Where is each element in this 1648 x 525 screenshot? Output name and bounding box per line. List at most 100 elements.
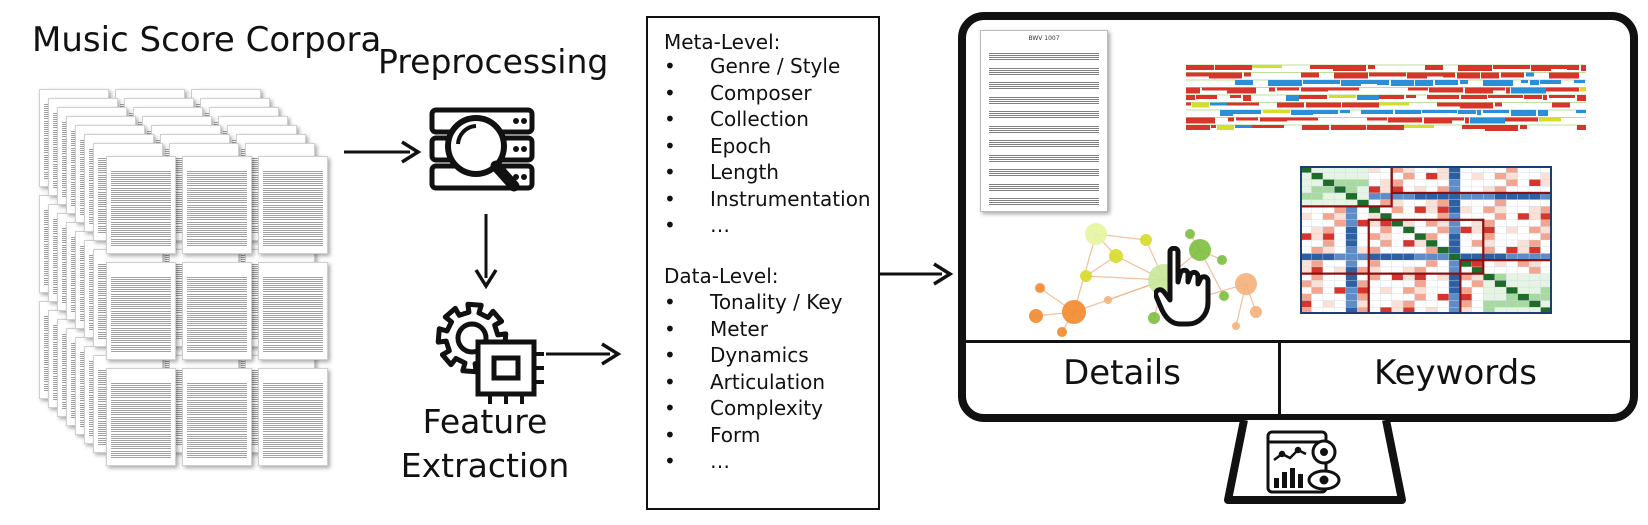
- score-sheet: [258, 156, 328, 254]
- staff-line: [111, 277, 171, 284]
- score-sheet: [258, 262, 328, 360]
- score-sheet-stack: [30, 82, 340, 477]
- staff-line: [988, 67, 1100, 75]
- staff-line: [187, 442, 247, 450]
- bullet: •: [664, 396, 676, 420]
- data-level-item-label: Meter: [710, 316, 768, 341]
- staff-line: [187, 310, 247, 318]
- staff-line: [988, 140, 1100, 147]
- data-level-title: Data-Level:: [664, 264, 779, 288]
- arrow-extraction-to-features: [546, 342, 622, 366]
- staff-line: [263, 416, 323, 424]
- feature-timeline-chart[interactable]: [1186, 64, 1586, 134]
- feature-extraction-label: Feature Extraction: [390, 400, 580, 488]
- staff-line: [187, 187, 247, 195]
- staff-line: [111, 399, 171, 407]
- staff-line: [263, 277, 323, 284]
- dashboard-analytics-icon: [1266, 430, 1341, 494]
- staff-line: [988, 125, 1100, 133]
- staff-line: [187, 450, 247, 458]
- meta-level-item-label: Composer: [710, 80, 812, 105]
- staff-line: [263, 196, 323, 204]
- staff-line: [111, 450, 171, 458]
- data-level-item-label: Complexity: [710, 396, 823, 420]
- staff-line: [187, 179, 247, 187]
- staff-line: [263, 285, 323, 293]
- score-preview-heading: BWV 1007: [1028, 35, 1060, 42]
- data-level-item-label: Dynamics: [710, 343, 809, 367]
- bullet: •: [664, 316, 676, 341]
- arrow-features-to-dashboard: [878, 262, 954, 286]
- network-graph[interactable]: [1004, 208, 1266, 338]
- staff-line: [263, 310, 323, 318]
- staff-line: [988, 183, 1100, 191]
- staff-line: [111, 221, 171, 229]
- data-level-item-label: …: [710, 449, 730, 473]
- staff-line: [111, 344, 171, 352]
- staff-line: [187, 399, 247, 407]
- staff-line: [187, 383, 247, 390]
- staff-line: [111, 230, 171, 238]
- data-level-item-label: Form: [710, 422, 761, 447]
- staff-line: [263, 319, 323, 327]
- staff-line: [187, 319, 247, 327]
- staff-line: [187, 221, 247, 229]
- staff-line: [988, 96, 1100, 104]
- staff-line: [187, 391, 247, 399]
- staff-line: [111, 327, 171, 335]
- tab-details[interactable]: Details: [1063, 353, 1181, 393]
- staff-line: [187, 204, 247, 212]
- feature-extraction-label-line1: Feature: [422, 402, 548, 441]
- score-sheet: [182, 262, 252, 360]
- bullet: •: [664, 449, 676, 473]
- staff-line: [111, 408, 171, 416]
- score-sheet: [258, 368, 328, 466]
- staff-line: [187, 230, 247, 238]
- staff-line: [111, 416, 171, 424]
- tab-keywords[interactable]: Keywords: [1374, 353, 1537, 393]
- staff-line: [187, 344, 247, 352]
- data-level-item-label: Tonality / Key: [710, 290, 843, 314]
- staff-line: [263, 293, 323, 301]
- feature-list-box: Meta-Level: •Genre / Style•Composer•Coll…: [646, 16, 880, 510]
- bullet: •: [664, 369, 676, 394]
- score-sheet: [182, 156, 252, 254]
- staff-line: [263, 327, 323, 335]
- staff-line: [263, 238, 323, 246]
- staff-line: [111, 238, 171, 246]
- bullet: •: [664, 107, 676, 131]
- staff-line: [111, 204, 171, 212]
- similarity-heatmap[interactable]: [1300, 166, 1552, 314]
- score-preview[interactable]: BWV 1007: [980, 30, 1108, 212]
- staff-line: [111, 425, 171, 433]
- staff-line: [988, 82, 1100, 89]
- staff-line: [187, 425, 247, 433]
- arrow-preprocessing-to-extraction: [474, 214, 498, 290]
- staff-line: [187, 285, 247, 293]
- staff-line: [988, 111, 1100, 118]
- staff-line: [263, 302, 323, 310]
- staff-line: [263, 344, 323, 352]
- preprocessing-label: Preprocessing: [378, 42, 609, 81]
- bullet: •: [664, 290, 676, 314]
- staff-line: [263, 408, 323, 416]
- meta-level-item-label: Collection: [710, 107, 809, 131]
- staff-line: [187, 293, 247, 301]
- bullet: •: [664, 54, 676, 78]
- bullet: •: [664, 160, 676, 184]
- staff-line: [263, 391, 323, 399]
- staff-line: [263, 336, 323, 344]
- feature-extraction-icon: [435, 301, 544, 404]
- meta-level-item-label: Length: [710, 160, 779, 184]
- meta-level-title: Meta-Level:: [664, 30, 781, 54]
- staff-line: [263, 442, 323, 450]
- score-sheet: [182, 368, 252, 466]
- staff-line: [263, 230, 323, 238]
- staff-line: [187, 327, 247, 335]
- staff-line: [263, 450, 323, 458]
- staff-line: [111, 310, 171, 318]
- staff-line: [187, 196, 247, 204]
- staff-line: [988, 198, 1100, 205]
- staff-line: [111, 336, 171, 344]
- bullet: •: [664, 343, 676, 367]
